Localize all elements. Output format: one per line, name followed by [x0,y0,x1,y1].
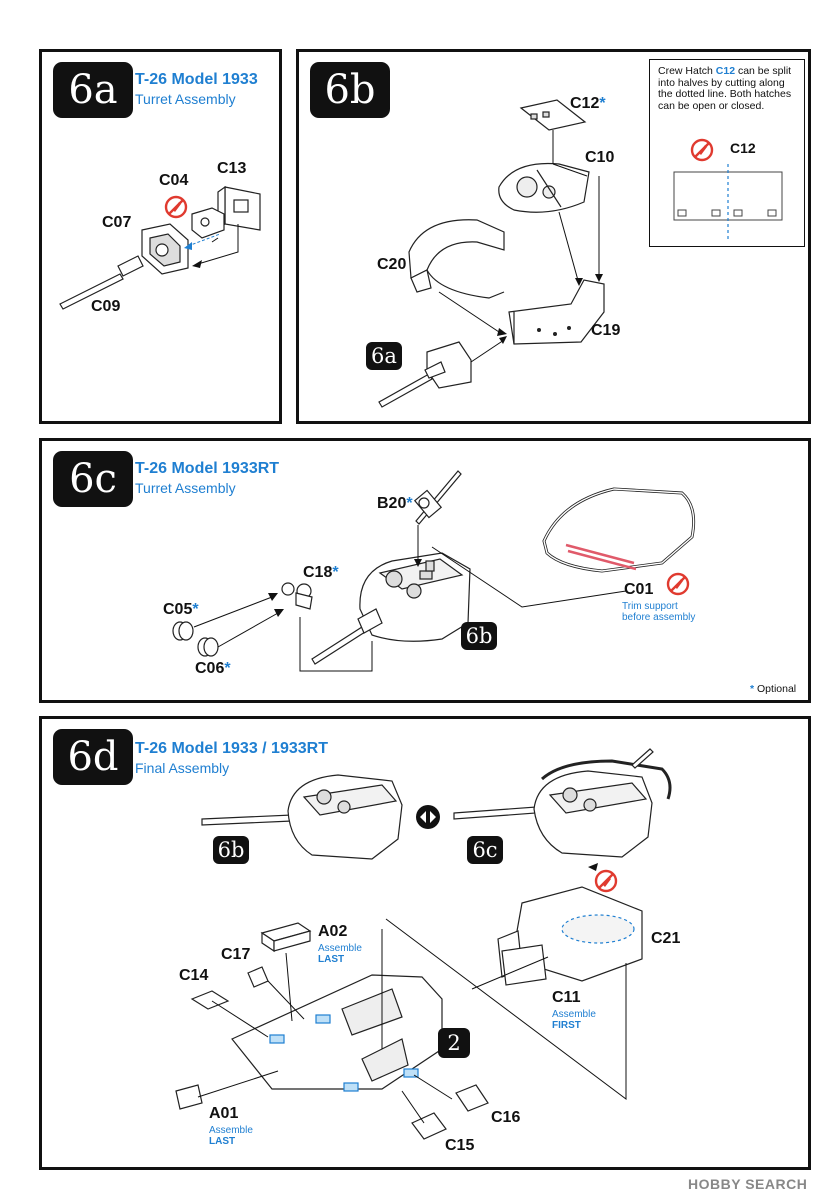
part-label-c10: C10 [585,149,615,166]
c11-note: Assemble FIRST [552,1009,596,1031]
callout-part-label-c12: C12 [730,140,756,156]
part-label-c13: C13 [217,160,247,177]
no-glue-icon [594,869,618,893]
c01-trim-note: Trim support before assembly [622,601,696,623]
part-label-c07: C07 [102,214,132,231]
part-label-c17: C17 [221,946,251,963]
crew-hatch-callout: Crew Hatch C12 can be split into halves … [649,59,805,247]
ref-badge-6b: 6b [461,622,497,650]
step-badge-6b: 6b [310,62,390,118]
part-label-c01: C01 [624,581,654,598]
turret-body-assembly-drawing [378,99,605,408]
optional-legend: * Optional [750,683,797,695]
part-label-c06: C06* [195,660,231,677]
part-label-c09: C09 [91,298,121,315]
crew-hatch-note: Crew Hatch C12 can be split into halves … [658,65,792,112]
step-badge-6a: 6a [53,62,133,118]
part-label-c18: C18* [303,564,339,581]
part-label-c16: C16 [491,1109,521,1126]
either-or-icon [416,805,440,829]
part-label-c19: C19 [591,322,621,339]
step-title-6d: T-26 Model 1933 / 1933RT [135,740,328,757]
panel-6b: 6b [296,49,811,424]
part-label-c20: C20 [377,256,407,273]
step-subtitle-6a: Turret Assembly [135,91,236,107]
ref-badge-6b: 6b [213,836,249,864]
ref-badge-6c: 6c [467,836,503,864]
step-subtitle-6d: Final Assembly [135,760,230,776]
part-label-b20: B20* [377,495,413,512]
part-label-c12: C12* [570,95,606,112]
part-label-a02: A02 [318,923,348,940]
step-title-6a: T-26 Model 1933 [135,71,258,88]
panel-6d: 6d T-26 Model 1933 / 1933RT Final Assemb… [39,716,811,1170]
step-subtitle-6c: Turret Assembly [135,480,236,496]
step-title-6c: T-26 Model 1933RT [135,460,280,477]
part-label-a01: A01 [209,1105,239,1122]
no-glue-icon [690,138,714,162]
final-assembly-drawing [175,748,672,1140]
no-glue-icon [666,572,690,596]
panel-6a: 6a T-26 Model 1933 Turret Assembly [39,49,282,424]
step-badge-6d: 6d [53,729,133,785]
a02-note: Assemble LAST [318,943,362,965]
ref-badge-6a: 6a [366,342,402,370]
panel-6c: 6c T-26 Model 1933RT Turret Assembly [39,438,811,703]
hatch-split-drawing [673,138,783,242]
a01-note: Assemble LAST [209,1125,253,1147]
part-label-c11: C11 [552,989,581,1006]
step-badge-6c: 6c [53,451,133,507]
part-label-c21: C21 [651,930,681,947]
part-label-c05: C05* [163,601,199,618]
no-glue-icon [164,195,188,219]
part-label-c04: C04 [159,172,189,189]
part-label-c15: C15 [445,1137,475,1154]
ref-badge-2: 2 [438,1028,470,1058]
part-label-c14: C14 [179,967,209,984]
rt-turret-assembly-drawing [172,470,696,672]
watermark: HOBBY SEARCH [688,1176,808,1192]
turret-gun-assembly-drawing [59,185,261,310]
